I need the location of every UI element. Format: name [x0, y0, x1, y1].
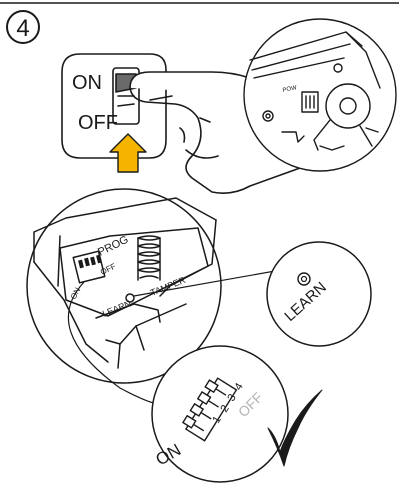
switch-off-label: OFF	[78, 112, 118, 134]
switch-on-label: ON	[72, 72, 102, 94]
step-badge: 4	[7, 11, 39, 43]
step-number: 4	[16, 15, 29, 42]
detail-circle-top	[244, 19, 396, 171]
